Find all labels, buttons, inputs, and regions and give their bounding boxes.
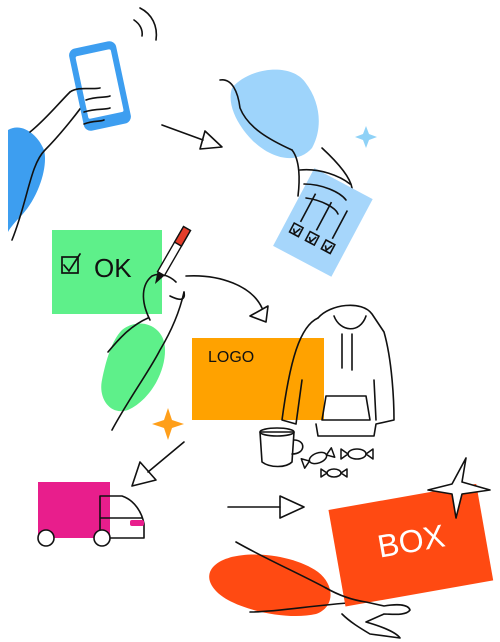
blue-sleeve <box>8 127 46 232</box>
arrow-merch-to-truck <box>131 441 185 487</box>
arrow-approval-to-logo <box>185 275 269 323</box>
box-delivery-scene: BOX <box>209 457 494 639</box>
merch-scene: LOGO <box>152 304 395 478</box>
sparkle-icon <box>355 126 377 148</box>
sparkle-icon <box>152 408 184 440</box>
mug <box>259 427 304 468</box>
candies <box>300 447 374 478</box>
approval-scene: OK <box>52 225 192 431</box>
checklist-hand-scene <box>219 69 377 277</box>
fingers <box>69 87 111 125</box>
sparkle-icon <box>427 457 491 519</box>
smartphone-icon <box>69 41 131 131</box>
checklist-card <box>273 168 373 277</box>
green-sleeve <box>101 323 166 412</box>
receiving-hand <box>325 587 411 639</box>
pen <box>155 225 192 284</box>
logo-card <box>192 338 324 420</box>
signal-waves <box>133 7 158 41</box>
truck-cab <box>99 495 145 539</box>
truck-cargo <box>38 482 110 538</box>
box-card <box>328 483 494 607</box>
arm-line <box>11 94 91 241</box>
delivery-truck-icon <box>37 482 145 547</box>
logo-label: LOGO <box>208 349 254 366</box>
ok-label: OK <box>94 253 132 283</box>
red-sleeve <box>209 554 331 617</box>
checkbox-icon <box>61 253 81 274</box>
arrow-phone-to-checklist <box>161 124 223 150</box>
arrow-truck-to-box <box>227 495 305 519</box>
phone-hand-scene <box>8 7 158 241</box>
light-blue-sleeve <box>230 69 319 159</box>
hoodie <box>281 304 395 437</box>
